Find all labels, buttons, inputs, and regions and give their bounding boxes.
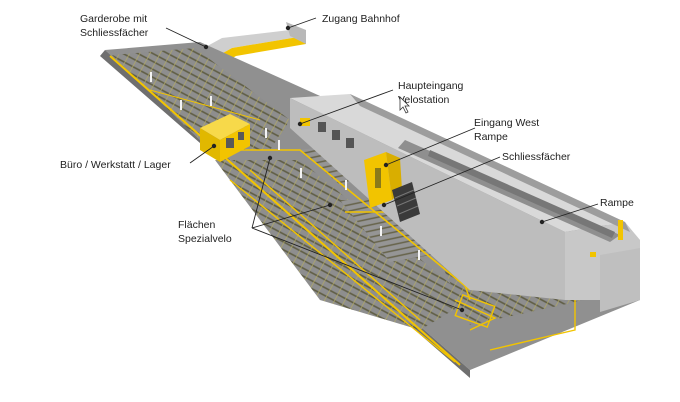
label-eingang-west-2: Rampe xyxy=(474,131,508,143)
label-garderobe-2: Schliessfächer xyxy=(80,27,149,39)
label-flaechen-1: Flächen xyxy=(178,219,216,231)
label-garderobe-1: Garderobe mit xyxy=(80,13,147,25)
label-schliessfaecher: Schliessfächer xyxy=(502,151,571,163)
label-buero: Büro / Werkstatt / Lager xyxy=(60,159,171,171)
label-eingang-west-1: Eingang West xyxy=(474,117,539,129)
label-flaechen-2: Spezialvelo xyxy=(178,233,232,245)
people-figures xyxy=(150,72,420,260)
office-workshop-box xyxy=(200,114,250,162)
label-haupteingang-1: Haupteingang xyxy=(398,80,464,92)
label-zugang-bahnhof: Zugang Bahnhof xyxy=(322,13,400,25)
label-rampe: Rampe xyxy=(600,197,634,209)
leader-lines xyxy=(165,17,599,311)
leader-dots xyxy=(203,25,545,313)
labels: Garderobe mit Schliessfächer Zugang Bahn… xyxy=(60,13,634,245)
central-building xyxy=(290,94,640,312)
label-haupteingang-2: Velostation xyxy=(398,94,450,106)
cursor-icon xyxy=(399,96,410,114)
